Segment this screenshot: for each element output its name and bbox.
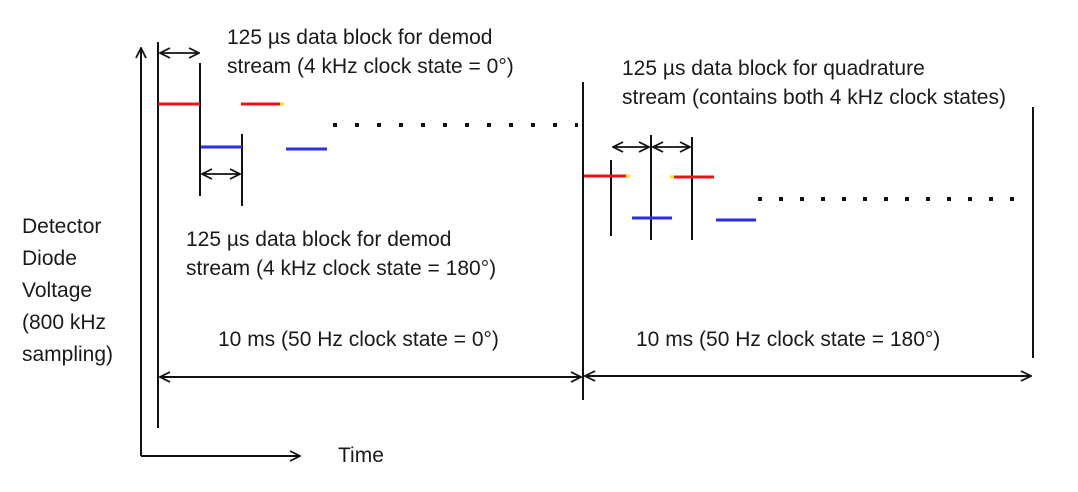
y-axis-label-line: sampling) [22,343,114,366]
y-axis-label: Detector Diode Voltage (800 kHz sampling… [22,211,113,371]
demod-180-block-label: 125 µs data block for demod stream (4 kH… [186,225,496,283]
y-axis-label-line: Detector [22,215,102,238]
demod-0-block-label-line: 125 µs data block for demod [227,26,493,49]
y-axis-label-line: Diode [22,247,77,270]
y-axis-label-line: Voltage [22,279,93,302]
span-0-label: 10 ms (50 Hz clock state = 0°) [218,328,499,351]
quadrature-block-label: 125 µs data block for quadrature stream … [622,54,1006,112]
demod-180-block-label-line: 125 µs data block for demod [186,228,452,251]
demod-0-block-label-line: stream (4 kHz clock state = 0°) [227,55,514,78]
span-180-label: 10 ms (50 Hz clock state = 180°) [636,328,941,351]
demod-180-block-label-line: stream (4 kHz clock state = 180°) [186,257,497,280]
quadrature-block-label-line: 125 µs data block for quadrature [622,57,925,80]
demod-0-block-label: 125 µs data block for demod stream (4 kH… [227,23,514,81]
y-axis-label-line: (800 kHz [22,311,107,334]
quadrature-block-label-line: stream (contains both 4 kHz clock states… [622,86,1006,109]
x-axis-label: Time [338,444,384,467]
